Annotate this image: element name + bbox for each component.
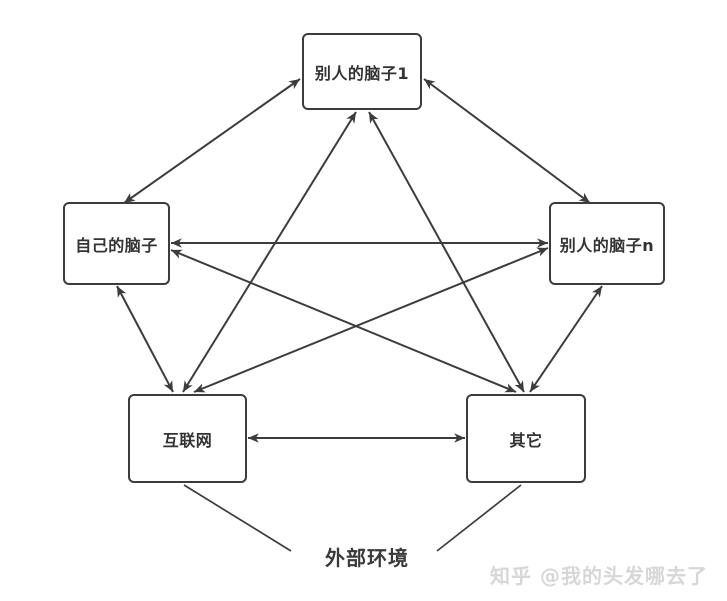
- node-internet: 互联网: [128, 394, 247, 483]
- node-other-label: 其它: [509, 430, 543, 450]
- edge-other-brain-1-internet: [182, 111, 357, 393]
- edge-own-brain-internet: [116, 285, 174, 393]
- edge-internet-external-environment: [183, 484, 292, 552]
- edge-other-brain-1-other: [368, 111, 525, 393]
- node-other-brain-1: 别人的脑子1: [302, 33, 422, 110]
- node-other-brain-1-label: 别人的脑子1: [314, 63, 410, 83]
- edge-other-brain-n-other: [529, 285, 603, 393]
- edge-external-environment-other: [436, 484, 522, 552]
- external-environment-label: 外部环境: [325, 546, 409, 570]
- edge-other-brain-n-internet: [193, 247, 549, 393]
- node-other-brain-n: 别人的脑子n: [549, 202, 665, 285]
- edge-own-brain-other: [170, 249, 517, 393]
- node-own-brain: 自己的脑子: [63, 202, 170, 285]
- node-other-brain-n-label: 别人的脑子n: [559, 235, 655, 255]
- node-own-brain-label: 自己的脑子: [75, 235, 158, 255]
- edge-own-brain-other-brain-1: [123, 78, 301, 204]
- zhihu-watermark: 知乎 @我的头发哪去了: [490, 564, 708, 588]
- node-internet-label: 互联网: [162, 430, 213, 450]
- edge-other-brain-1-other-brain-n: [423, 78, 591, 204]
- node-other: 其它: [466, 394, 586, 483]
